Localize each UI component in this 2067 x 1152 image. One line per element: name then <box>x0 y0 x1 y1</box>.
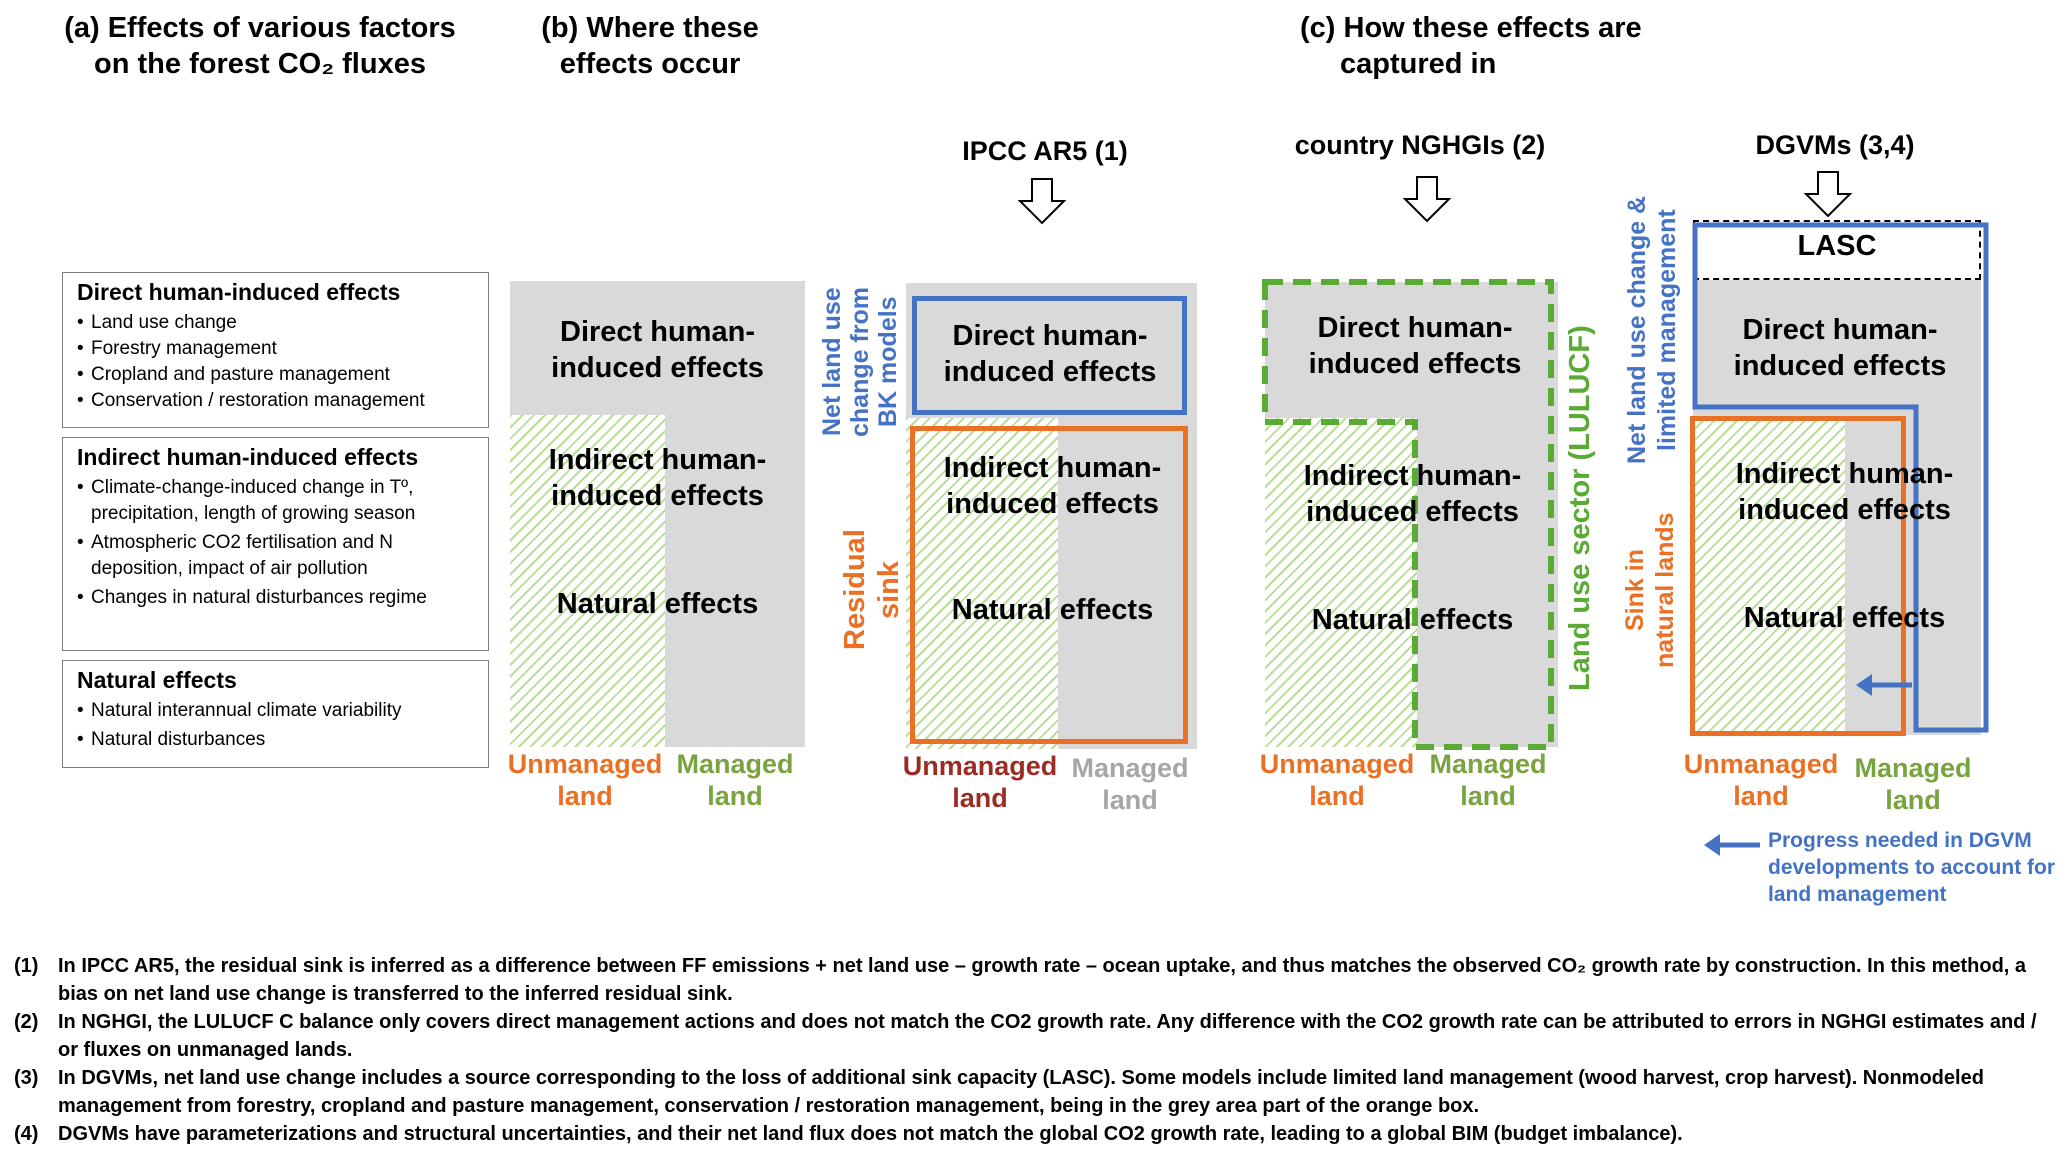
footnote-number: (2) <box>14 1011 39 1033</box>
header-b: (b) Where these effects occur <box>500 10 800 82</box>
footnotes: (1) In IPCC AR5, the residual sink is in… <box>14 952 2054 1148</box>
footnote-number: (3) <box>14 1067 39 1089</box>
legend-item: Natural interannual climate variability <box>77 698 474 724</box>
panel-b-direct: Direct human-induced effects <box>551 316 764 384</box>
down-arrow-icon <box>1803 171 1853 218</box>
header-a-line2: on the forest CO₂ fluxes <box>94 48 426 80</box>
panel-ipcc-unmanaged-hatch <box>906 418 1058 749</box>
legend-natural: Natural effects Natural interannual clim… <box>62 660 489 768</box>
panel-ipcc-title: IPCC AR5 (1) <box>962 136 1128 166</box>
footnote-number: (1) <box>14 955 39 977</box>
panel-ipcc-managed-label: Managed land <box>1071 753 1189 815</box>
panel-dgvm-natural: Natural effects <box>1743 602 1946 634</box>
panel-b-indirect: Indirect human-induced effects <box>548 444 767 512</box>
legend-item: Conservation / restoration management <box>77 388 474 414</box>
legend-item: Natural disturbances <box>77 727 474 753</box>
footnote-text: In IPCC AR5, the residual sink is inferr… <box>58 955 2027 1005</box>
panel-ipcc-direct: Direct human-induced effects <box>943 320 1157 388</box>
panel-dgvm-orange-box <box>1690 416 1906 736</box>
header-b-line2: effects occur <box>559 48 741 80</box>
down-arrow-icon <box>1402 176 1452 223</box>
panel-b-natural: Natural effects <box>556 588 759 620</box>
panel-ipcc-blue-box <box>912 296 1187 415</box>
panel-nghgi-unmanaged-hatch <box>1265 418 1417 747</box>
legend-direct-title: Direct human-induced effects <box>77 279 401 305</box>
panel-dgvm-direct: Direct human-induced effects <box>1733 314 1947 382</box>
legend-item: Forestry management <box>77 336 474 362</box>
header-c: (c) How these effects are captured in <box>1300 10 1680 82</box>
panel-ipcc-natural: Natural effects <box>951 594 1154 626</box>
footnote-text: In DGVMs, net land use change includes a… <box>58 1067 1984 1117</box>
legend-item: Cropland and pasture management <box>77 362 474 388</box>
panel-nghgi-natural: Natural effects <box>1311 604 1514 636</box>
panel-b-unmanaged-hatch <box>510 415 665 747</box>
panel-nghgi-direct: Direct human-induced effects <box>1308 312 1522 380</box>
panel-dgvm-lasc-label: LASC <box>1797 230 1877 262</box>
panel-ipcc-indirect: Indirect human-induced effects <box>943 452 1162 520</box>
legend-item: Atmospheric CO2 fertilisation and N depo… <box>77 530 474 582</box>
footnote-number: (4) <box>14 1123 39 1145</box>
panel-dgvm-unmanaged-hatch <box>1693 418 1845 735</box>
footnote: (4) DGVMs have parameterizations and str… <box>14 1120 2054 1148</box>
footnote: (1) In IPCC AR5, the residual sink is in… <box>14 952 2054 1008</box>
panel-nghgi-side-green: Land use sector (LULUCF) <box>1564 325 1596 692</box>
panel-nghgi-lulucf-outline <box>1262 279 1554 750</box>
panel-ipcc-unmanaged-label: Unmanaged land <box>902 751 1058 813</box>
panel-dgvm-side-blue: Net land use change & limited management <box>1623 195 1681 465</box>
panel-ipcc-orange-box <box>910 426 1188 744</box>
down-arrow-icon <box>1017 178 1067 225</box>
legend-item: Land use change <box>77 310 474 336</box>
panel-dgvm-progress-note: Progress needed in DGVM developments to … <box>1768 829 2056 906</box>
legend-item: Changes in natural disturbances regime <box>77 585 474 611</box>
header-a: (a) Effects of various factors on the fo… <box>40 10 480 82</box>
panel-nghgi-indirect: Indirect human-induced effects <box>1303 460 1522 528</box>
legend-indirect-title: Indirect human-induced effects <box>77 444 419 470</box>
footnote: (2) In NGHGI, the LULUCF C balance only … <box>14 1008 2054 1064</box>
panel-b-unmanaged-label: Unmanaged land <box>507 749 663 811</box>
header-c-line1: (c) How these effects are <box>1300 12 1642 44</box>
panel-nghgi-unmanaged-label: Unmanaged land <box>1259 749 1415 811</box>
panel-dgvm-blue-outline <box>1692 222 1989 733</box>
panel-dgvm-unmanaged-label: Unmanaged land <box>1683 749 1839 811</box>
panel-nghgi-title: country NGHGIs (2) <box>1294 130 1546 160</box>
panel-dgvm-indirect: Indirect human-induced effects <box>1735 458 1954 526</box>
footnote: (3) In DGVMs, net land use change includ… <box>14 1064 2054 1120</box>
legend-natural-title: Natural effects <box>77 667 237 693</box>
header-b-line1: (b) Where these <box>541 12 759 44</box>
header-c-line2: captured in <box>1340 48 1497 80</box>
footnote-text: In NGHGI, the LULUCF C balance only cove… <box>58 1011 2037 1061</box>
legend-indirect: Indirect human-induced effects Climate-c… <box>62 437 489 651</box>
panel-dgvm-title: DGVMs (3,4) <box>1755 130 1915 160</box>
panel-dgvm-side-orange: Sink in natural lands <box>1621 512 1679 668</box>
arrow-left-icon <box>1856 674 1912 696</box>
footnote-text: DGVMs have parameterizations and structu… <box>58 1123 1683 1145</box>
progress-arrow-icon <box>1704 834 1760 856</box>
panel-ipcc-side-orange: Residual sink <box>839 529 905 651</box>
panel-b-managed-label: Managed land <box>676 749 794 811</box>
panel-dgvm-managed-label: Managed land <box>1854 753 1972 815</box>
panel-nghgi-managed-label: Managed land <box>1429 749 1547 811</box>
panel-dgvm-lasc-box <box>1693 220 1981 280</box>
legend-direct: Direct human-induced effects Land use ch… <box>62 272 489 428</box>
panel-ipcc-side-blue: Net land use change from BK models <box>818 286 902 438</box>
legend-item: Climate-change-induced change in Tº, pre… <box>77 475 474 527</box>
header-a-line1: (a) Effects of various factors <box>64 12 456 44</box>
